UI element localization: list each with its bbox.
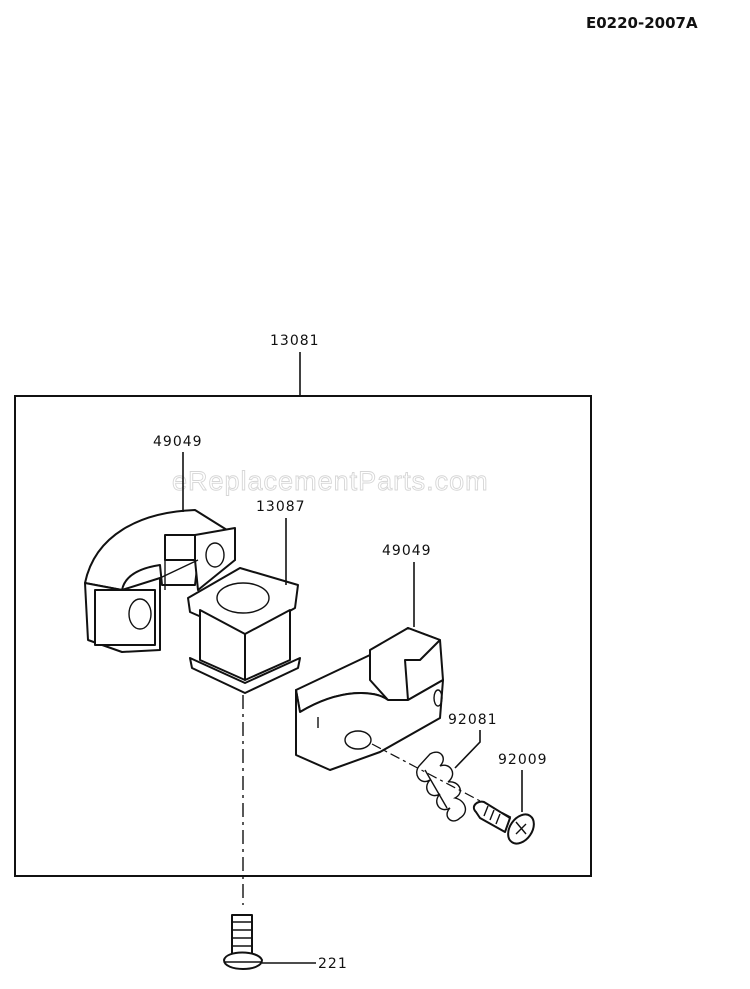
watermark: eReplacementParts.com [172,466,489,496]
magnet-right [295,627,444,771]
label-49049-right: 49049 [382,543,432,559]
magnet-left [84,509,236,653]
label-13081: 13081 [270,333,320,349]
assembly-frame [14,395,592,877]
label-221: 221 [318,956,348,972]
label-92081: 92081 [448,712,498,728]
label-49049-left: 49049 [153,434,203,450]
spring [416,751,467,822]
label-92009: 92009 [498,752,548,768]
axis-screw [371,743,521,823]
leader-92081 [454,730,481,769]
coil [187,567,301,694]
screw [472,800,535,845]
label-13087: 13087 [256,499,306,515]
diagram-code: E0220-2007A [586,14,698,32]
bolt [223,914,263,970]
